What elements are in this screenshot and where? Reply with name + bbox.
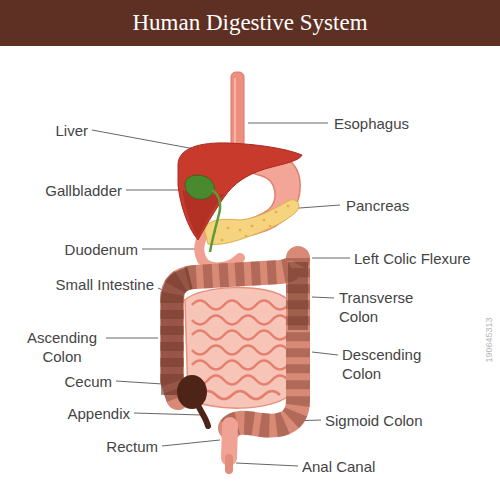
part-label: Transverse Colon [339, 288, 425, 326]
part-label: Appendix [14, 404, 130, 423]
pancreas-texture [214, 205, 290, 242]
descending-colon-shade [288, 262, 308, 330]
appendix [198, 405, 208, 426]
part-label: Pancreas [346, 196, 456, 215]
anal-canal [225, 458, 233, 470]
leader-line [312, 352, 338, 355]
part-label: Esophagus [334, 114, 444, 133]
part-label: Duodenum [8, 240, 138, 259]
colon-haustra [172, 258, 298, 428]
leader-line [142, 249, 203, 250]
part-label: Sigmoid Colon [325, 411, 445, 430]
part-label: Cecum [14, 372, 112, 391]
part-label: Small Intestine [2, 275, 154, 294]
large-intestine [172, 258, 298, 428]
watermark-number: 190645313 [483, 300, 495, 380]
intestine-coils [192, 301, 288, 400]
part-label: Rectum [30, 437, 158, 456]
gallbladder [185, 175, 214, 199]
part-label: Descending Colon [342, 345, 430, 383]
part-label: Gallbladder [8, 181, 122, 200]
diagram-title: Human Digestive System [0, 0, 500, 46]
leader-line [106, 338, 158, 339]
leader-line [126, 190, 186, 191]
part-label: Anal Canal [302, 457, 412, 476]
esophagus-highlight [234, 78, 236, 150]
leader-line [236, 463, 298, 466]
cecum [177, 375, 207, 409]
part-label: Left Colic Flexure [354, 249, 488, 268]
part-label: Ascending Colon [18, 328, 106, 366]
rectum [229, 425, 230, 458]
leader-line [312, 297, 334, 298]
leader-line [312, 258, 350, 259]
leader-line [92, 130, 200, 150]
leader-line [162, 440, 220, 446]
bile-duct [210, 190, 220, 252]
leader-lines [92, 123, 350, 466]
liver [178, 143, 302, 240]
part-label: Liver [20, 121, 88, 140]
leader-line [248, 123, 328, 124]
leader-line [134, 413, 202, 415]
